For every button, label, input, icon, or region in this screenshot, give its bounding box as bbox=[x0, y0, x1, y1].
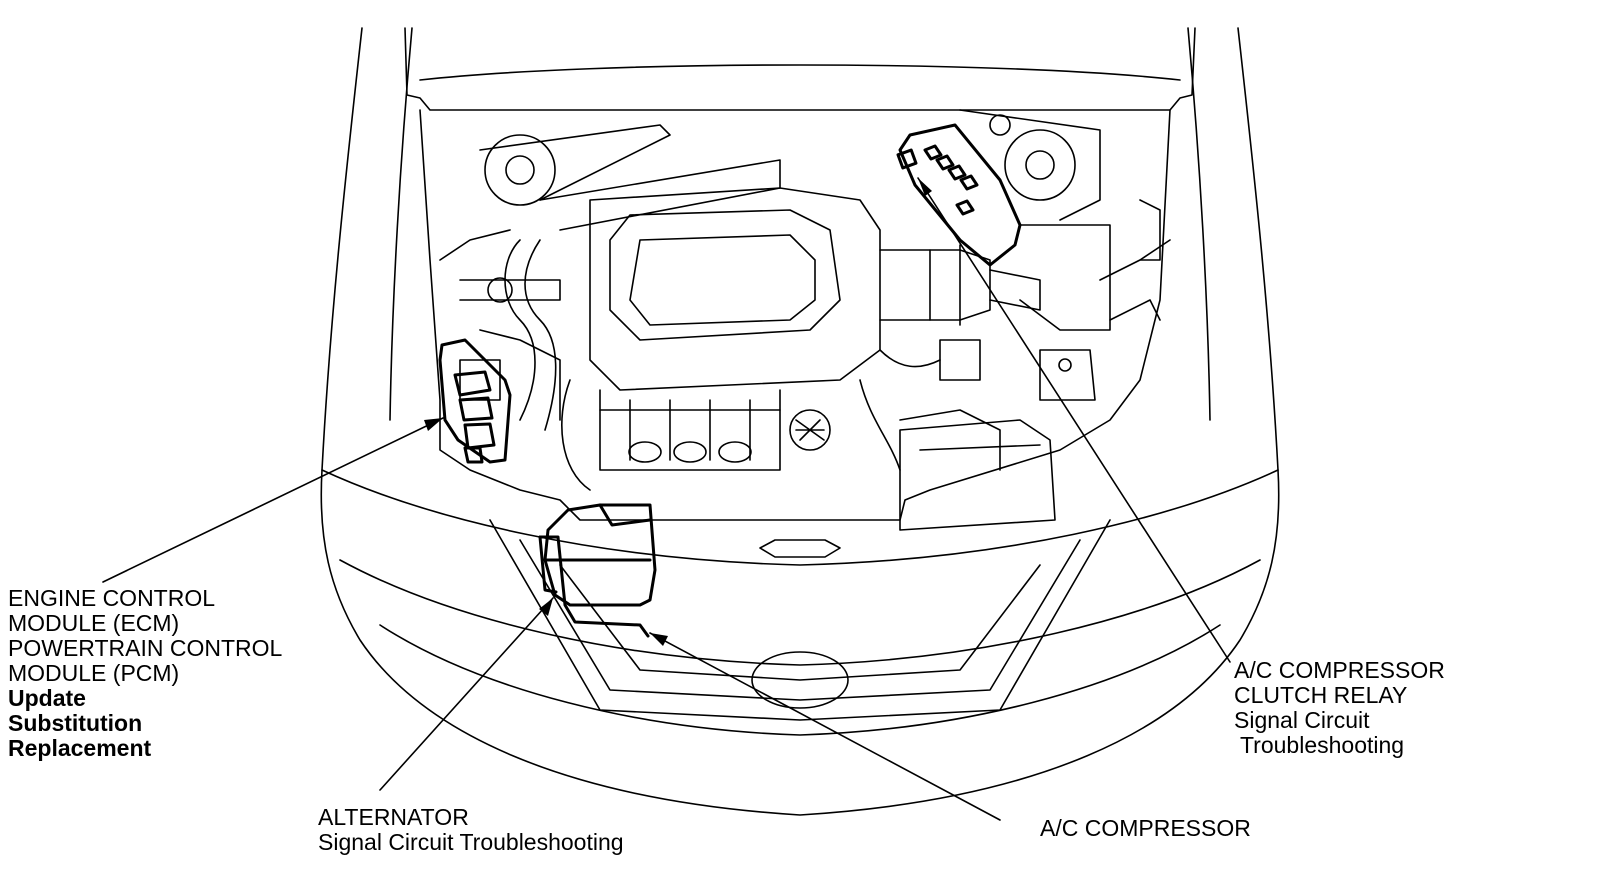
clutch-relay-label: A/C COMPRESSOR CLUTCH RELAY Signal Circu… bbox=[1234, 658, 1445, 758]
ecm-label-line2: MODULE (ECM) bbox=[8, 610, 180, 636]
ecm-update-link[interactable]: Update bbox=[8, 685, 86, 711]
ecm-replacement-link[interactable]: Replacement bbox=[8, 735, 152, 761]
ac-compressor-clutch-relay bbox=[896, 148, 918, 170]
ac-compressor-leader-line bbox=[649, 632, 1001, 821]
clutch-relay-troubleshooting-link[interactable]: Troubleshooting bbox=[1234, 732, 1405, 758]
alternator-title: ALTERNATOR bbox=[318, 804, 469, 830]
engine-bay-frame bbox=[419, 109, 1171, 521]
car-body-outline bbox=[320, 27, 1280, 816]
alternator-signal-circuit-link[interactable]: Signal Circuit Troubleshooting bbox=[318, 829, 624, 855]
ecm-arrow-head bbox=[424, 418, 443, 431]
engine-block bbox=[459, 187, 1161, 531]
ac-compressor bbox=[538, 535, 650, 638]
clutch-relay-arrow-head bbox=[918, 178, 932, 196]
alternator-label: ALTERNATOR Signal Circuit Troubleshootin… bbox=[318, 805, 624, 855]
ecm-substitution-link[interactable]: Substitution bbox=[8, 710, 143, 736]
ac-compressor-arrow-head bbox=[650, 633, 668, 646]
ecm-leader-line bbox=[102, 417, 444, 583]
ac-compressor-title: A/C COMPRESSOR bbox=[1040, 815, 1251, 841]
alternator bbox=[543, 503, 657, 607]
ecm-label-line1: ENGINE CONTROL bbox=[8, 585, 216, 611]
ac-compressor-label: A/C COMPRESSOR bbox=[1040, 816, 1251, 841]
ecm-label-line3: POWERTRAIN CONTROL bbox=[8, 635, 283, 661]
clutch-relay-leader-line bbox=[917, 177, 1231, 663]
alternator-arrow-head bbox=[539, 598, 553, 616]
clutch-relay-line2: CLUTCH RELAY bbox=[1234, 682, 1408, 708]
ecm-pcm-module bbox=[438, 338, 512, 464]
clutch-relay-line1: A/C COMPRESSOR bbox=[1234, 657, 1445, 683]
alternator-leader-line bbox=[379, 597, 554, 791]
ecm-label-line4: MODULE (PCM) bbox=[8, 660, 180, 686]
leader-lines bbox=[102, 177, 1231, 821]
ecm-pcm-label: ENGINE CONTROL MODULE (ECM) POWERTRAIN C… bbox=[8, 586, 282, 761]
clutch-relay-signal-circuit-link[interactable]: Signal Circuit bbox=[1234, 707, 1370, 733]
